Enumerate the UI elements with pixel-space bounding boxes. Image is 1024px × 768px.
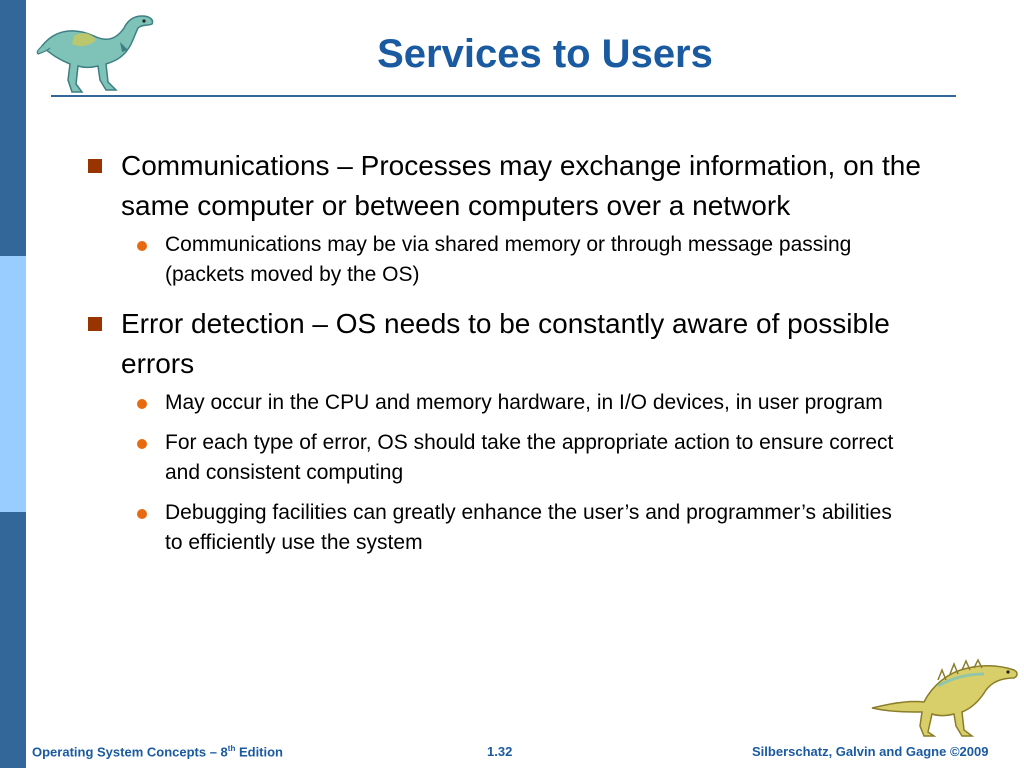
title-divider [51,95,956,97]
left-bar-bottom-segment [0,512,26,768]
slide-body: Communications – Processes may exchange … [85,146,945,558]
footer-book-prefix: Operating System Concepts – 8 [32,744,228,760]
sub-bullet: Debugging facilities can greatly enhance… [137,498,910,558]
dinosaur-illustration-top [36,15,154,93]
round-bullet-icon [137,509,147,519]
sub-bullet-text: Communications may be via shared memory … [165,233,852,286]
sub-bullet: For each type of error, OS should take t… [137,428,910,488]
dinosaur-illustration-bottom [871,658,1018,737]
square-bullet-icon [88,317,102,331]
footer-book-title: Operating System Concepts – 8th Edition [32,744,283,759]
footer-book-suffix: Edition [235,744,284,760]
bullet-error-detection: Error detection – OS needs to be constan… [85,304,945,384]
bullet-text: Error detection – OS needs to be constan… [121,308,890,379]
footer-page-number: 1.32 [487,744,513,759]
left-bar-top-segment [0,0,26,256]
footer-book-superscript: th [227,744,236,753]
round-bullet-icon [137,399,147,409]
sub-bullet-text: Debugging facilities can greatly enhance… [165,501,892,554]
footer-copyright: Silberschatz, Galvin and Gagne ©2009 [752,744,989,759]
bullet-text: Communications – Processes may exchange … [121,150,921,221]
slide-title: Services to Users [377,32,713,76]
round-bullet-icon [137,241,147,251]
square-bullet-icon [88,159,102,173]
left-bar-middle-segment [0,256,26,512]
bullet-communications: Communications – Processes may exchange … [85,146,945,226]
round-bullet-icon [137,439,147,449]
sub-bullet-text: For each type of error, OS should take t… [165,431,894,484]
sub-bullet: May occur in the CPU and memory hardware… [137,388,910,418]
left-accent-bar [0,0,26,768]
sub-bullet-text: May occur in the CPU and memory hardware… [165,391,883,414]
sub-bullet: Communications may be via shared memory … [137,230,910,290]
